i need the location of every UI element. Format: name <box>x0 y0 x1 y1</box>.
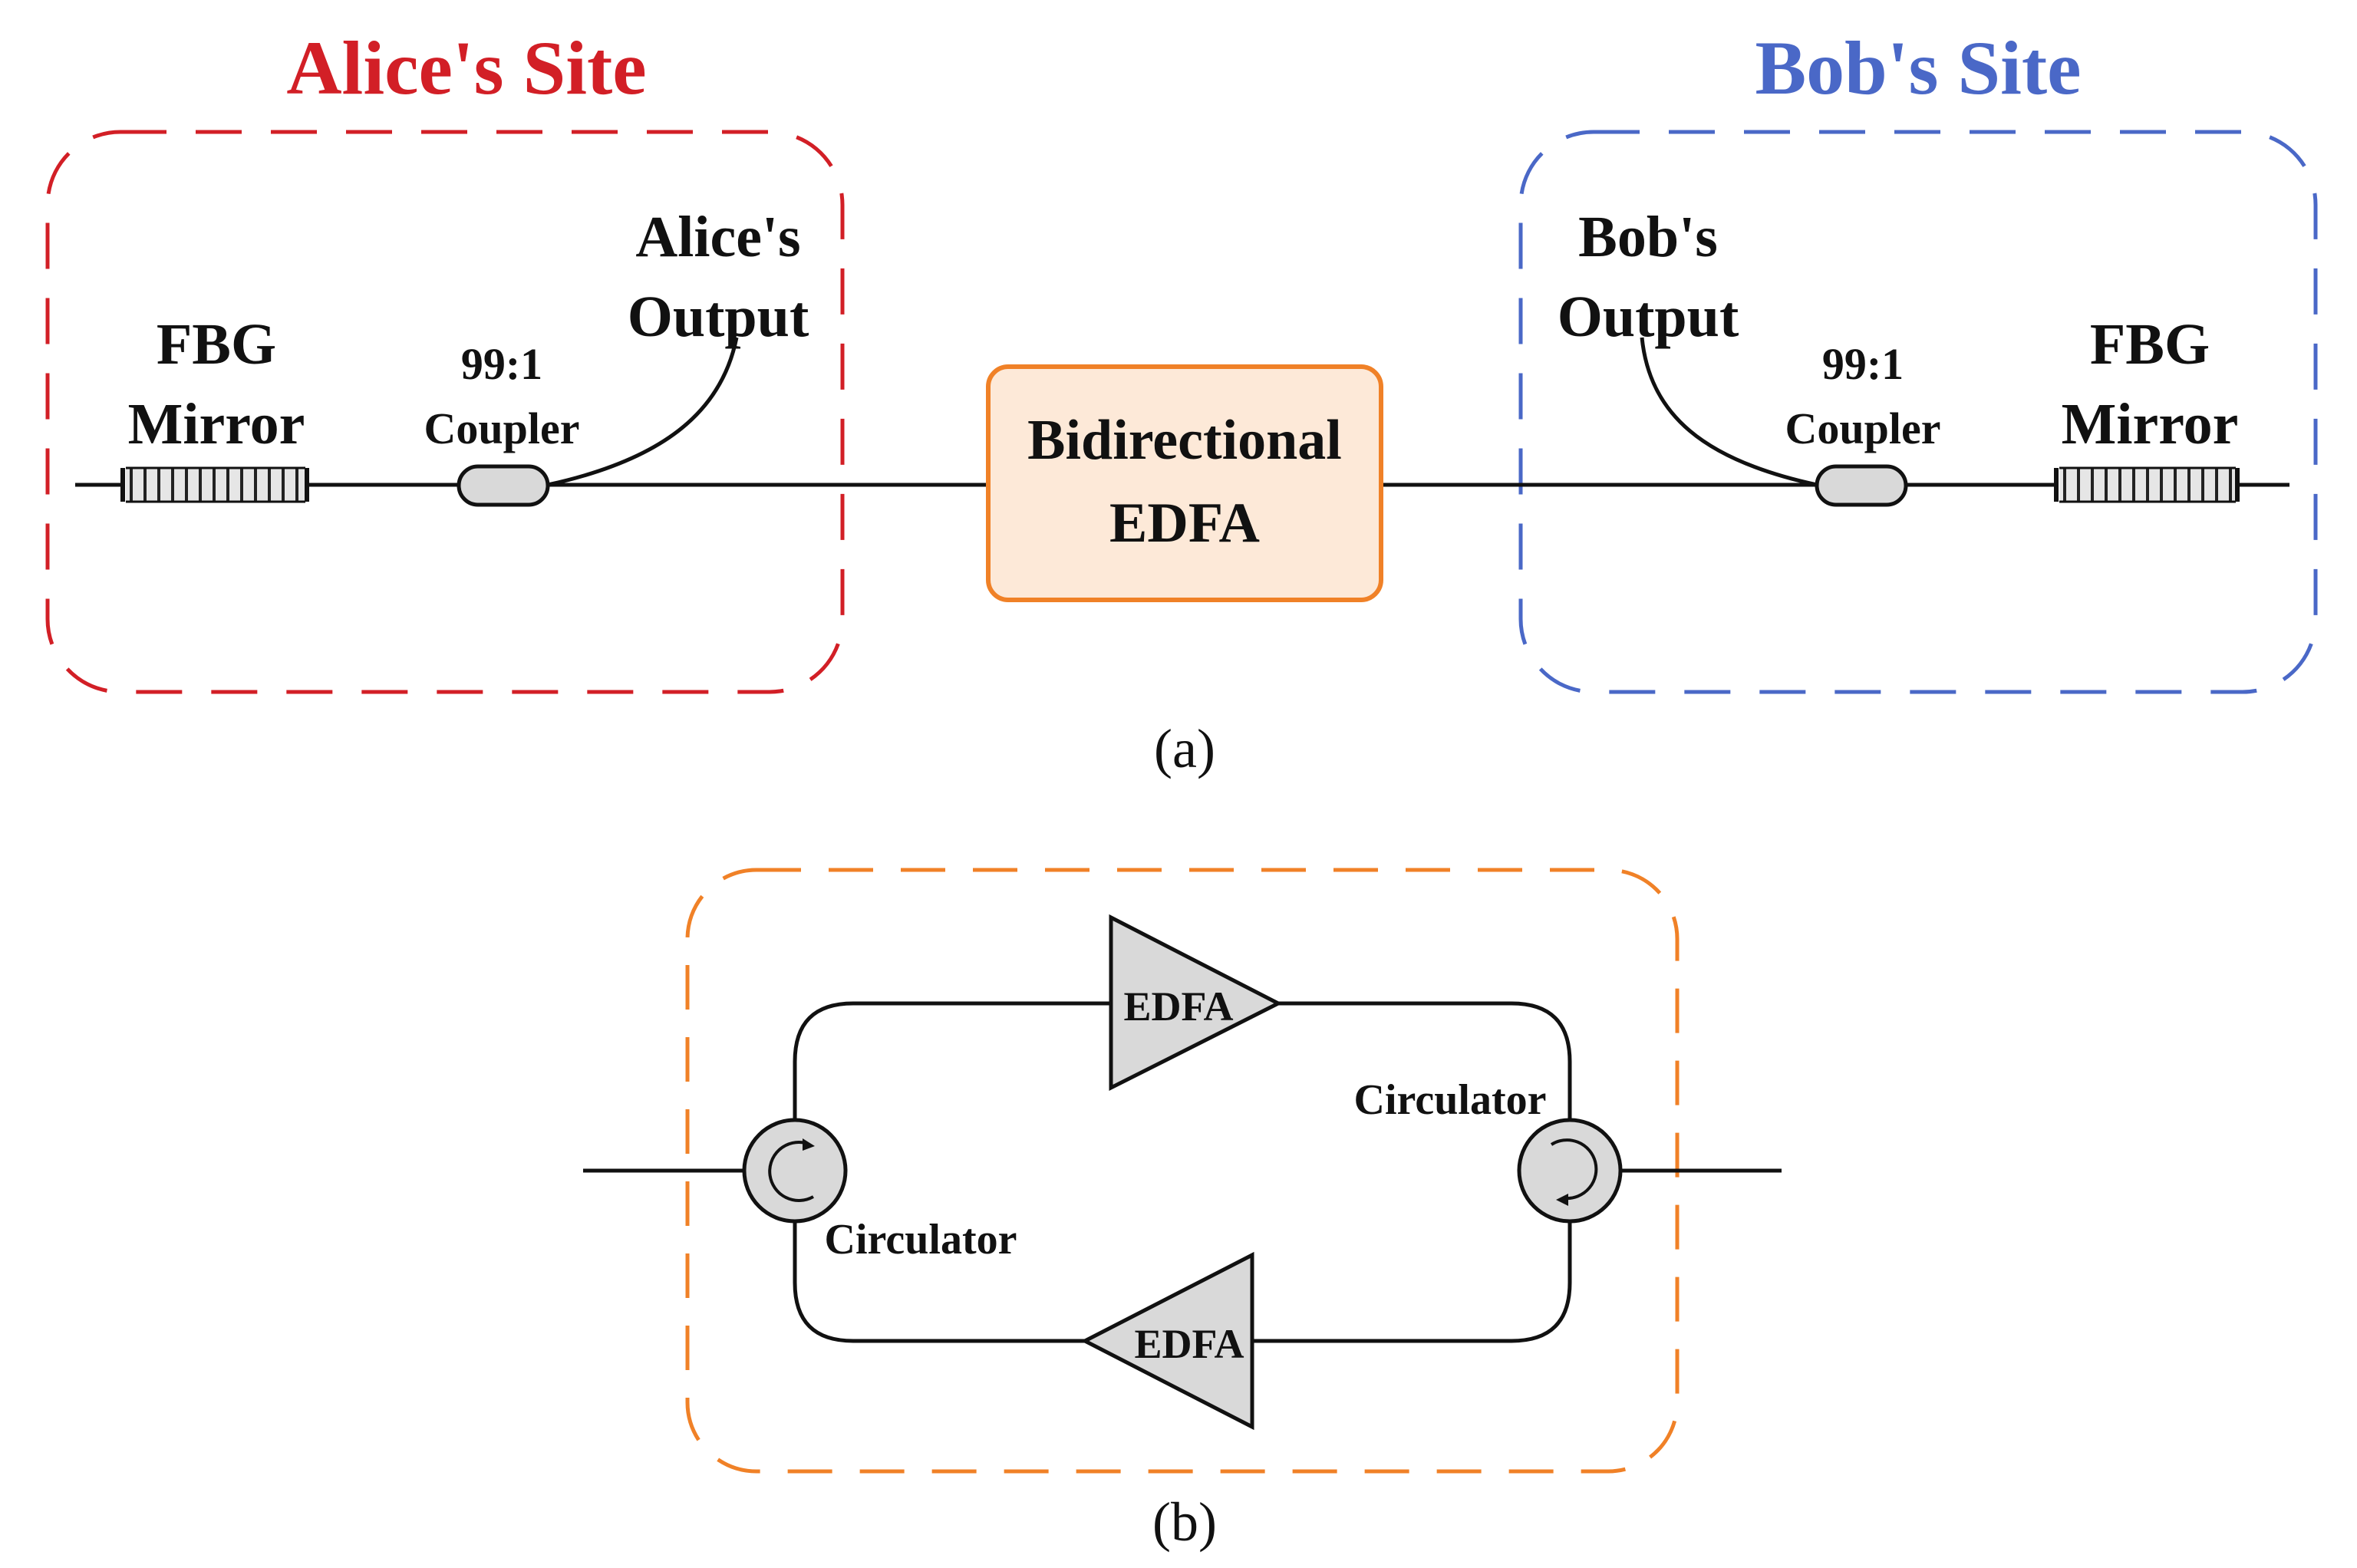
fiber-lower-loop-left <box>793 1221 1086 1343</box>
bob-output-tap <box>1640 337 1818 487</box>
edfa-bottom-label: EDFA <box>1135 1321 1244 1367</box>
edfa-backward-amplifier-icon <box>1080 1251 1254 1431</box>
alice-output-label-line2: Output <box>628 285 809 349</box>
circulator-right-icon <box>1517 1118 1623 1224</box>
coupler-right-label: Coupler <box>1785 404 1941 453</box>
fbg-right-label-line2: Mirror <box>2062 392 2239 456</box>
panel-b-caption: (b) <box>1152 1491 1217 1553</box>
alice-site-frame <box>45 130 845 694</box>
fbg-mirror-left <box>120 466 309 503</box>
fiber-upper-loop-left <box>793 1001 1111 1120</box>
bob-output-label-line1: Bob's <box>1578 205 1718 269</box>
bob-site-title: Bob's Site <box>1755 25 2081 110</box>
fbg-mirror-right <box>2054 466 2240 503</box>
coupler-left-label: Coupler <box>424 404 580 453</box>
panel-b: EDFA EDFA Circulator Circulator (b) <box>583 868 1782 1553</box>
edfa-forward-amplifier-icon <box>1109 914 1283 1092</box>
edfa-box-label-line2: EDFA <box>1109 492 1260 555</box>
bob-output-label-line2: Output <box>1558 285 1739 349</box>
alice-output-tap <box>547 337 739 487</box>
coupler-left-icon <box>457 464 550 507</box>
alice-output-label-line1: Alice's <box>635 205 800 269</box>
circulator-right-label: Circulator <box>1354 1076 1547 1124</box>
coupler-left-ratio: 99:1 <box>461 339 542 389</box>
bidirectional-edfa-box <box>986 364 1383 602</box>
fiber-upper-loop-right <box>1278 1001 1572 1120</box>
coupler-right-icon <box>1815 464 1908 507</box>
fbg-left-label-line1: FBG <box>157 312 276 377</box>
circulator-left-label: Circulator <box>825 1216 1017 1263</box>
fbg-left-label-line2: Mirror <box>128 392 305 456</box>
panel-a-caption: (a) <box>1154 718 1215 779</box>
fiber-lower-loop-right <box>1251 1221 1572 1343</box>
fbg-right-label-line1: FBG <box>2090 312 2210 377</box>
coupler-right-ratio: 99:1 <box>1822 339 1904 389</box>
panel-a: Alice's Site Bob's Site <box>45 25 2318 779</box>
circulator-left-icon <box>742 1118 848 1224</box>
edfa-top-label: EDFA <box>1124 983 1234 1029</box>
edfa-box-label-line1: Bidirectional <box>1027 409 1342 472</box>
bob-site-frame <box>1518 130 2318 694</box>
alice-site-title: Alice's Site <box>286 25 646 110</box>
